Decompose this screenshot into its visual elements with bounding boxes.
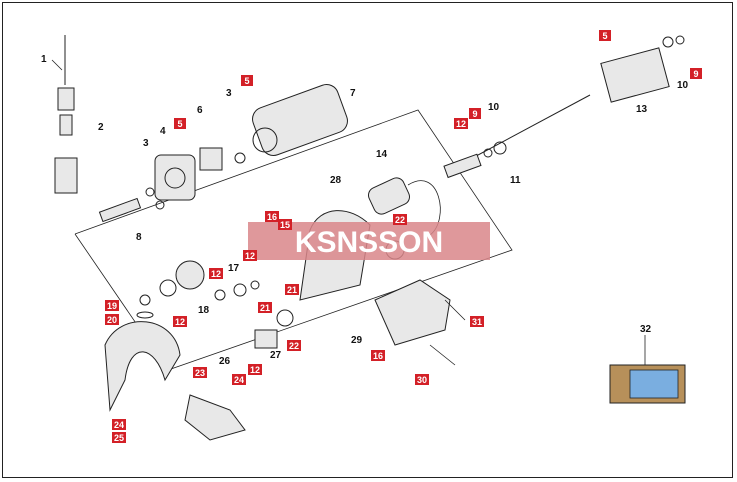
svg-text:25: 25 [114,433,124,443]
callout-5b: 5 [174,118,186,129]
svg-text:20: 20 [107,315,117,325]
callout-22a: 22 [393,214,407,225]
part-band-clamp [104,321,246,441]
svg-text:12: 12 [250,365,260,375]
label-6: 6 [197,105,203,116]
part-rod [443,94,591,179]
callout-12d: 12 [243,250,257,261]
label-7: 7 [350,88,356,99]
callout-21b: 21 [285,284,299,295]
callout-31: 31 [470,316,484,327]
label-14: 14 [376,149,388,160]
watermark-text: KSNSSON [295,226,443,259]
svg-text:24: 24 [114,420,124,430]
callout-16b: 16 [371,350,385,361]
svg-text:9: 9 [472,109,477,119]
svg-text:31: 31 [472,317,482,327]
part-spring-assembly [51,35,78,194]
svg-text:12: 12 [175,317,185,327]
svg-text:5: 5 [177,119,182,129]
svg-text:22: 22 [395,215,405,225]
part-bracket [600,35,685,103]
callout-19: 19 [105,300,119,311]
svg-text:19: 19 [107,301,117,311]
svg-text:5: 5 [244,76,249,86]
callout-16a: 16 [265,211,279,222]
callout-22b: 22 [287,340,301,351]
callout-15: 15 [278,219,292,230]
label-27: 27 [270,350,282,361]
svg-text:15: 15 [280,220,290,230]
label-3a: 3 [143,138,149,149]
svg-text:21: 21 [287,285,297,295]
callout-12b: 12 [209,268,223,279]
svg-text:5: 5 [602,31,607,41]
label-32: 32 [640,324,652,335]
callout-12e: 12 [248,364,262,375]
svg-text:24: 24 [234,375,244,385]
label-10b: 10 [677,80,689,91]
label-13: 13 [636,104,648,115]
label-4: 4 [160,126,166,137]
svg-text:12: 12 [245,251,255,261]
svg-text:12: 12 [456,119,466,129]
label-11: 11 [510,175,521,186]
svg-text:21: 21 [260,303,270,313]
label-2: 2 [98,122,104,133]
label-10a: 10 [488,102,500,113]
svg-text:9: 9 [693,69,698,79]
callout-24a: 24 [232,374,246,385]
callout-30: 30 [415,374,429,385]
callout-24b: 24 [112,419,126,430]
part-mount-block [374,279,466,366]
callout-12a: 12 [454,118,468,129]
svg-text:16: 16 [267,212,277,222]
callout-9b: 9 [690,68,702,79]
callout-5c: 5 [599,30,611,41]
svg-text:30: 30 [417,375,427,385]
label-26: 26 [219,356,231,367]
svg-text:22: 22 [289,341,299,351]
label-29: 29 [351,335,363,346]
callout-20: 20 [105,314,119,325]
label-28: 28 [330,175,342,186]
label-3b: 3 [226,88,232,99]
part-motor-housing [145,147,246,210]
callout-23: 23 [193,367,207,378]
callout-25: 25 [112,432,126,443]
callout-9a: 9 [469,108,481,119]
part-swatch [609,335,686,404]
callout-12c: 12 [173,316,187,327]
part-cylinder [367,177,441,236]
label-8: 8 [136,232,142,243]
part-shaft [98,197,142,223]
label-17: 17 [228,263,240,274]
callout-5a: 5 [241,75,253,86]
label-1: 1 [41,54,47,65]
part-motor [252,83,348,157]
callout-21a: 21 [258,302,272,313]
svg-text:12: 12 [211,269,221,279]
watermark: KSNSSON [248,222,490,260]
svg-text:16: 16 [373,351,383,361]
label-18: 18 [198,305,210,316]
svg-text:23: 23 [195,368,205,378]
